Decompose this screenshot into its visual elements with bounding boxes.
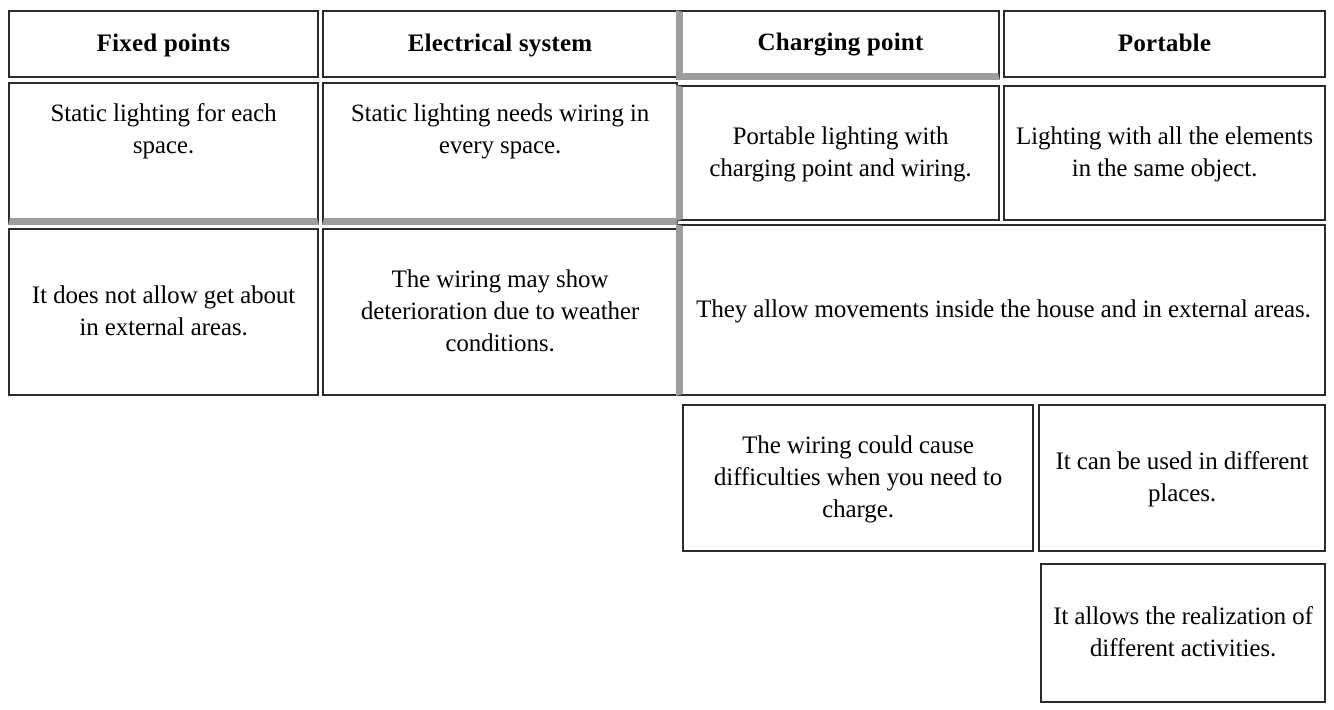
cell-text: It allows the realization of different a…: [1053, 603, 1313, 662]
cell-fixed-points-description: Static lighting for each space.: [8, 82, 319, 225]
cell-charging-point-note-2: The wiring could cause difficulties when…: [682, 404, 1034, 552]
column-header-charging-point: Charging point: [676, 10, 1000, 80]
cell-fixed-points-note: It does not allow get about in external …: [8, 228, 319, 396]
column-header-fixed-points: Fixed points: [8, 10, 319, 78]
column-header-electrical-system: Electrical system: [322, 10, 678, 78]
cell-electrical-system-description: Static lighting needs wiring in every sp…: [322, 82, 678, 225]
cell-portable-note-2: It can be used in different places.: [1038, 404, 1326, 552]
cell-text: The wiring may show deterioration due to…: [360, 266, 640, 357]
cell-text: It can be used in different places.: [1055, 448, 1309, 507]
cell-merged-movement-note: They allow movements inside the house an…: [676, 224, 1326, 396]
cell-charging-point-description: Portable lighting with charging point an…: [676, 85, 1000, 221]
column-header-label: Charging point: [757, 28, 924, 56]
cell-portable-note-3: It allows the realization of different a…: [1040, 563, 1326, 703]
cell-portable-description: Lighting with all the elements in the sa…: [1003, 85, 1326, 221]
column-header-label: Electrical system: [407, 30, 593, 57]
cell-text: It does not allow get about in external …: [31, 282, 296, 341]
cell-text: Lighting with all the elements in the sa…: [1016, 123, 1313, 182]
column-header-portable: Portable: [1003, 10, 1326, 78]
cell-text: The wiring could cause difficulties when…: [713, 432, 1003, 523]
column-header-label: Portable: [1117, 30, 1212, 57]
cell-text: Static lighting needs wiring in every sp…: [350, 100, 650, 159]
cell-text: Static lighting for each space.: [50, 100, 277, 159]
cell-electrical-system-note: The wiring may show deterioration due to…: [322, 228, 678, 396]
column-header-label: Fixed points: [96, 30, 231, 57]
cell-text: Portable lighting with charging point an…: [709, 123, 972, 182]
cell-text: They allow movements inside the house an…: [696, 296, 1311, 323]
